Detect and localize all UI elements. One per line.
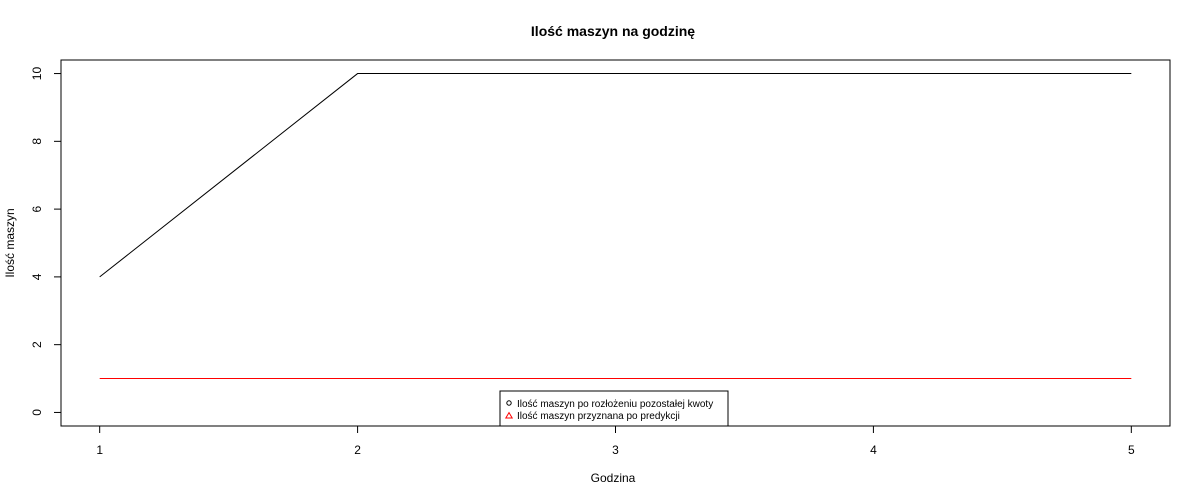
x-axis: 1 2 3 4 5: [96, 425, 1135, 457]
legend-label-series-1: Ilość maszyn po rozłożeniu pozostałej kw…: [517, 399, 713, 410]
x-tick-label: 1: [96, 443, 103, 457]
y-tick-label: 0: [30, 409, 44, 416]
x-tick-label: 4: [870, 443, 877, 457]
chart-title: Ilość maszyn na godzinę: [531, 23, 695, 39]
plot-frame: [60, 59, 1171, 427]
y-axis: 0 2 4 6 8 10: [30, 67, 62, 416]
x-tick-label: 5: [1128, 443, 1135, 457]
y-tick-label: 6: [30, 205, 44, 212]
series-line-1: [99, 73, 1132, 278]
x-tick-label: 3: [612, 443, 619, 457]
legend-symbol-circle: [506, 400, 512, 406]
y-tick-label: 10: [30, 67, 44, 81]
y-tick-label: 4: [30, 273, 44, 280]
x-axis-label: Godzina: [591, 471, 636, 485]
legend: Ilość maszyn po rozłożeniu pozostałej kw…: [499, 390, 729, 427]
legend-box: [499, 390, 729, 427]
legend-label-series-2: Ilość maszyn przyznana po predykcji: [517, 411, 680, 422]
y-tick-label: 8: [30, 138, 44, 145]
series-layer: [99, 73, 1132, 380]
y-axis-label: Ilość maszyn: [3, 208, 17, 277]
y-tick-label: 2: [30, 341, 44, 348]
x-tick-label: 2: [354, 443, 361, 457]
legend-symbol-triangle: [504, 411, 514, 419]
